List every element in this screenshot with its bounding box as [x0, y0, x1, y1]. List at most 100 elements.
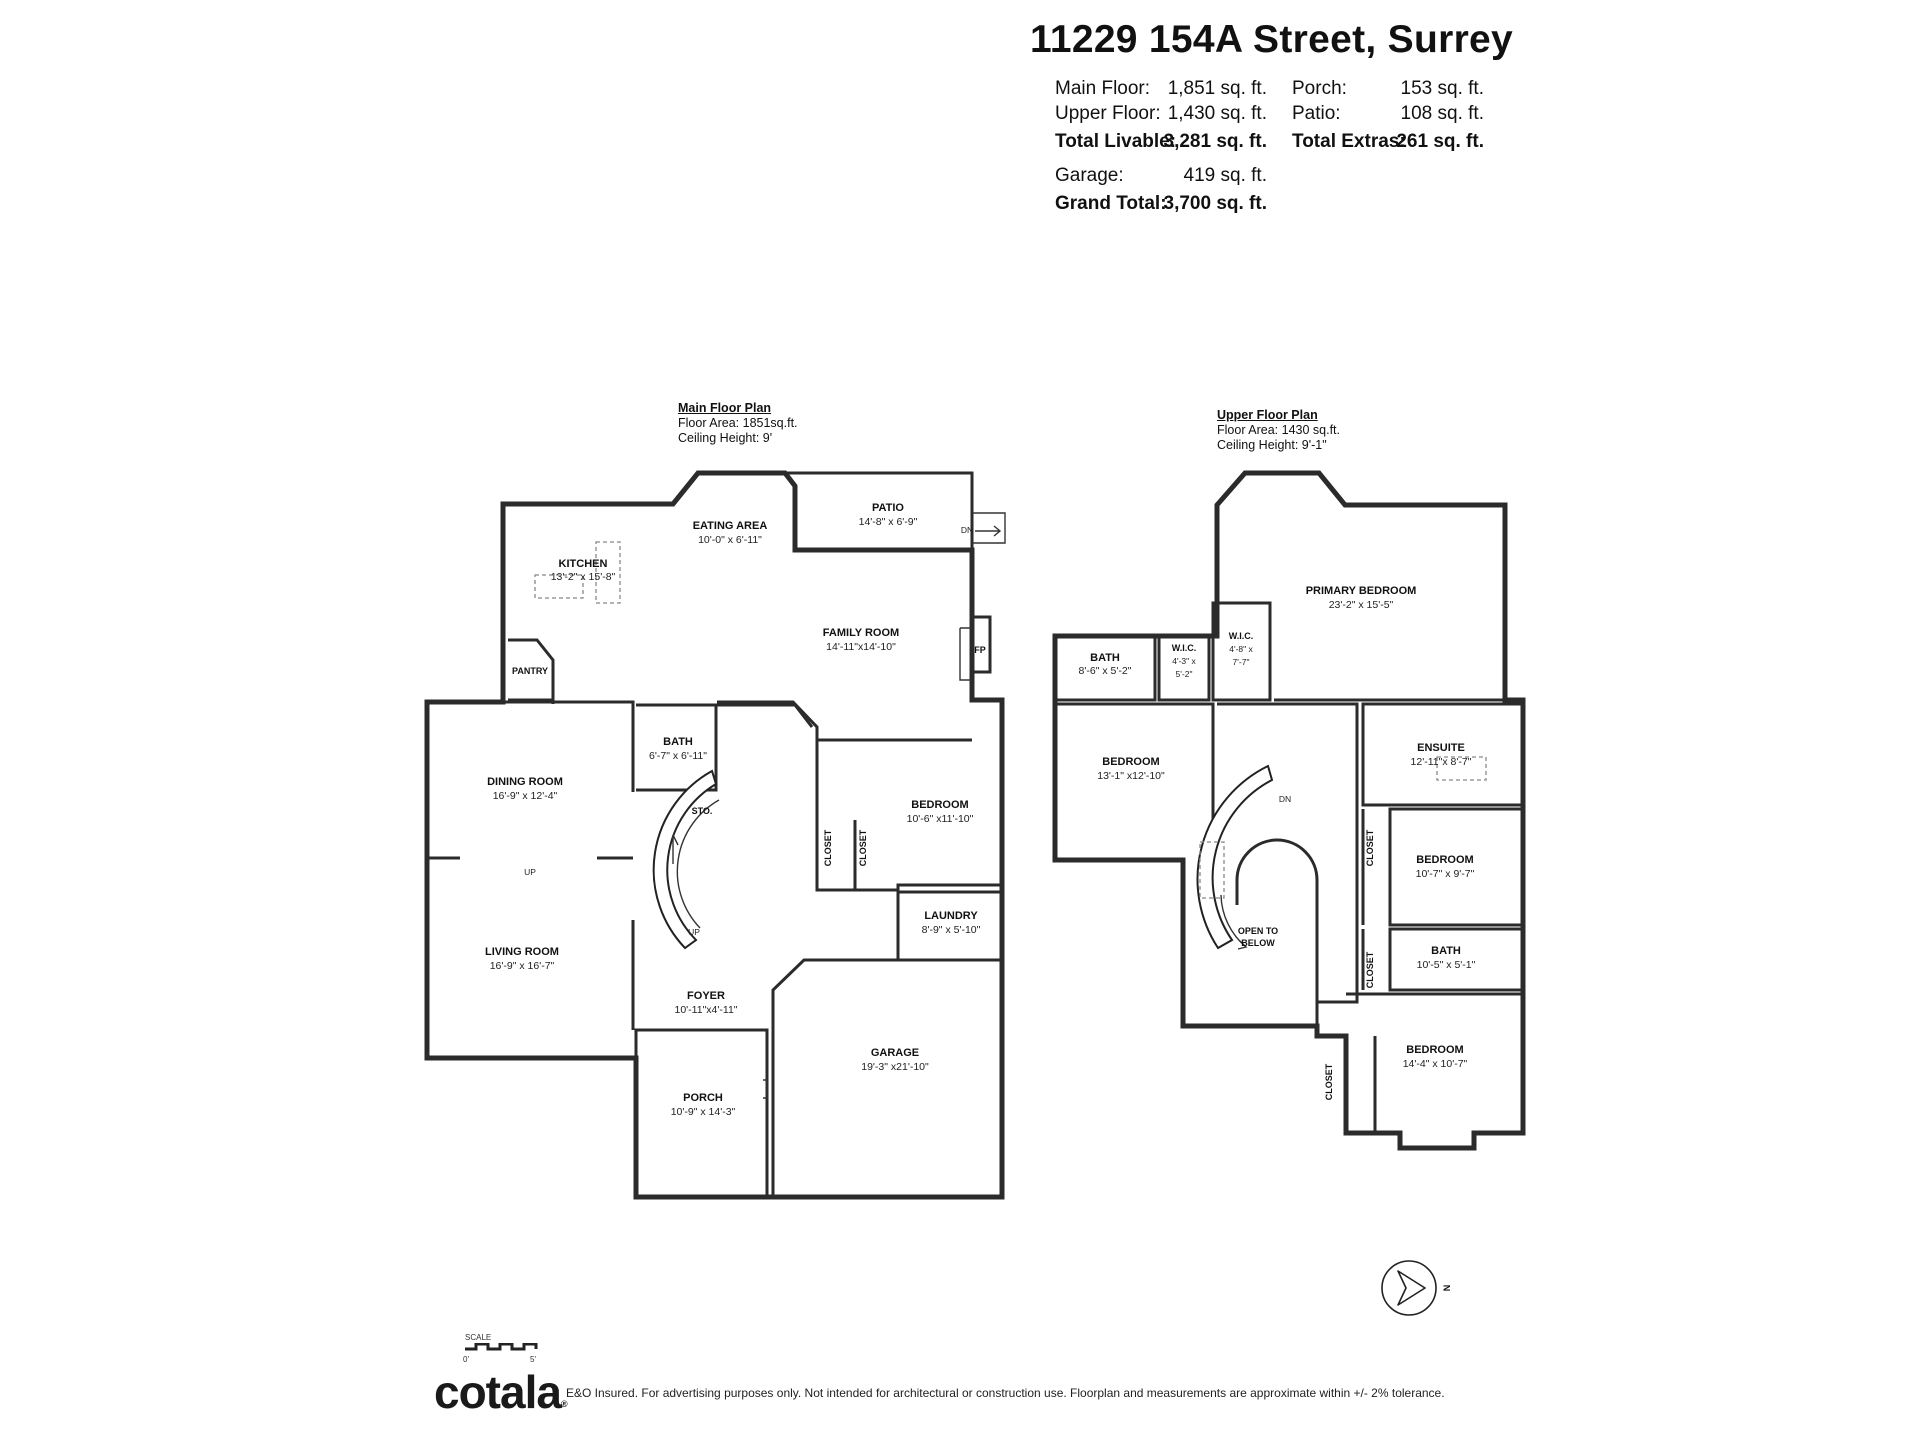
stair-up-label: UP: [688, 927, 700, 937]
upper-floor-plan: [1052, 470, 1526, 1151]
ensuite-name: ENSUITE: [1417, 742, 1465, 754]
open-to-below-line1: OPEN TO: [1238, 926, 1278, 936]
grand-total-row: Grand Total:3,700 sq. ft.: [1055, 191, 1267, 216]
porch-row: Porch: 153 sq. ft.: [1292, 76, 1484, 101]
main-floor-exterior-wall: [424, 470, 1005, 1200]
dining-up-label: UP: [524, 867, 536, 877]
upper-bedroom-2-dim: 10'-7" x 9'-7": [1416, 868, 1475, 880]
main-bath-name: BATH: [663, 736, 693, 748]
upper-stair-arrow: [1220, 894, 1248, 950]
porch-dim: 10'-9" x 14'-3": [671, 1106, 736, 1118]
kitchen-name: KITCHEN: [559, 558, 608, 570]
main-bedroom-outline: [815, 740, 1002, 892]
wic-1-dim-a: 4'-3" x: [1172, 656, 1196, 666]
grand-total-value: 3,700 sq. ft.: [1163, 193, 1268, 214]
extras-area-table: Porch: 153 sq. ft. Patio: 108 sq. ft. Tota…: [1292, 76, 1484, 154]
garage-name: GARAGE: [871, 1047, 919, 1059]
upper-dn-label: DN: [1279, 794, 1291, 804]
upper-bath-2-outline: [1388, 927, 1525, 992]
porch-value: 153 sq. ft.: [1400, 78, 1484, 99]
upper-plan-floor-area: Floor Area: 1430 sq.ft.: [1217, 423, 1340, 437]
main-bath-outline: [636, 703, 718, 792]
upper-bath-dim: 8'-6" x 5'-2": [1079, 665, 1132, 677]
primary-bedroom-name: PRIMARY BEDROOM: [1306, 585, 1417, 597]
open-to-below-line2: BELOW: [1241, 938, 1275, 948]
patio-value: 108 sq. ft.: [1400, 103, 1484, 124]
upper-stair-landing: [1199, 841, 1225, 899]
laundry-name: LAUNDRY: [924, 910, 978, 922]
primary-bedroom-dim: 23'-2" x 15'-5": [1329, 599, 1394, 611]
upper-floor-room-labels: PRIMARY BEDROOM 23'-2" x 15'-5" BATH 8'-…: [1079, 585, 1476, 1100]
livable-area-table: Main Floor: 1,851 sq. ft. Upper Floor:1,4…: [1055, 76, 1267, 154]
main-floor-row: Main Floor: 1,851 sq. ft.: [1055, 76, 1267, 101]
ensuite-tub: [1436, 756, 1487, 781]
main-floor-plan: [424, 470, 1006, 1200]
laundry-dim: 8'-9" x 5'-10": [922, 924, 981, 936]
kitchen-island: [534, 574, 584, 599]
upper-floor-exterior-wall: [1052, 470, 1526, 1151]
main-curved-stair: [652, 769, 718, 950]
grand-total-table: Garage:419 sq. ft. Grand Total:3,700 sq.…: [1055, 163, 1267, 216]
upper-bedroom-1-dim: 13'-1" x12'-10": [1097, 770, 1165, 782]
upper-bedroom-1-name: BEDROOM: [1102, 756, 1159, 768]
total-extras-value: 261 sq. ft.: [1396, 131, 1484, 152]
foyer-dim: 10'-11"x4'-11": [674, 1004, 737, 1016]
garage-label: Garage:: [1055, 165, 1124, 186]
upper-closet-label-1: CLOSET: [1365, 829, 1375, 866]
total-extras-row: Total Extras:261 sq. ft.: [1292, 129, 1484, 154]
upper-curved-stair: [1196, 764, 1274, 950]
porch-label: Porch:: [1292, 78, 1347, 99]
garage-outline: [771, 958, 1004, 1199]
upper-floor-value: 1,430 sq. ft.: [1167, 103, 1267, 124]
eating-area-dim: 10'-0" x 6'-11": [698, 534, 762, 546]
patio-outline: [785, 471, 974, 552]
grand-total-label: Grand Total:: [1055, 193, 1167, 214]
fireplace-hearth: [959, 627, 972, 681]
stair-hall-wall: [1217, 702, 1359, 1026]
north-label: N: [1442, 1285, 1452, 1292]
upper-bath-2-name: BATH: [1431, 945, 1461, 957]
dining-room-dim: 16'-9" x 12'-4": [493, 790, 558, 802]
closet-label-1: CLOSET: [823, 829, 833, 866]
hall-wall: [716, 703, 814, 728]
patio-label: Patio:: [1292, 103, 1341, 124]
kitchen-dim: 13'-2" x 15'-8": [551, 571, 616, 583]
upper-floor-row: Upper Floor:1,430 sq. ft.: [1055, 101, 1267, 126]
scale-label: SCALE: [465, 1333, 492, 1342]
upper-bedroom-2-outline: [1388, 807, 1525, 927]
logo-text: cotala: [434, 1366, 562, 1418]
wic-1-name: W.I.C.: [1172, 643, 1197, 653]
main-bath-dim: 6'-7" x 6'-11": [649, 750, 707, 762]
patio-name: PATIO: [872, 502, 904, 514]
upper-bath-2-dim: 10'-5" x 5'-1": [1417, 959, 1476, 971]
upper-bedroom-1-outline: [1055, 702, 1215, 855]
porch-door: [763, 1079, 768, 1099]
fireplace-outline: [972, 615, 992, 674]
main-plan-ceiling: Ceiling Height: 9': [678, 431, 773, 445]
main-floor-room-labels: EATING AREA 10'-0" x 6'-11" PATIO 14'-8"…: [485, 502, 986, 1118]
patio-step: [972, 512, 1006, 544]
porch-outline: [634, 1028, 769, 1199]
main-plan-floor-area: Floor Area: 1851sq.ft.: [678, 416, 798, 430]
family-room-south-wall: [427, 700, 972, 792]
family-room-name: FAMILY ROOM: [823, 627, 899, 639]
porch-name: PORCH: [683, 1092, 723, 1104]
wic-2-name: W.I.C.: [1229, 631, 1254, 641]
pantry-name: PANTRY: [512, 666, 548, 676]
total-livable-row: Total Livable:3,281 sq. ft.: [1055, 129, 1267, 154]
foyer-name: FOYER: [687, 990, 725, 1002]
upper-bedroom-3-outline: [1346, 992, 1523, 1133]
main-bedroom-dim: 10'-6" x11'-10": [907, 813, 974, 825]
upper-plan-title: Upper Floor Plan: [1217, 408, 1318, 422]
upper-bedroom-3-name: BEDROOM: [1406, 1044, 1463, 1056]
closet-label-2: CLOSET: [858, 829, 868, 866]
patio-dim: 14'-8" x 6'-9": [859, 516, 918, 528]
storage-label: STO.: [692, 806, 713, 816]
wic-2-dim-b: 7'-7": [1233, 657, 1250, 667]
main-floor-label: Main Floor:: [1055, 78, 1151, 99]
wic-2-outline: [1211, 601, 1272, 702]
living-room-dim: 16'-9" x 16'-7": [490, 960, 555, 972]
total-extras-label: Total Extras:: [1292, 131, 1406, 152]
main-floor-value: 1,851 sq. ft.: [1167, 78, 1267, 99]
